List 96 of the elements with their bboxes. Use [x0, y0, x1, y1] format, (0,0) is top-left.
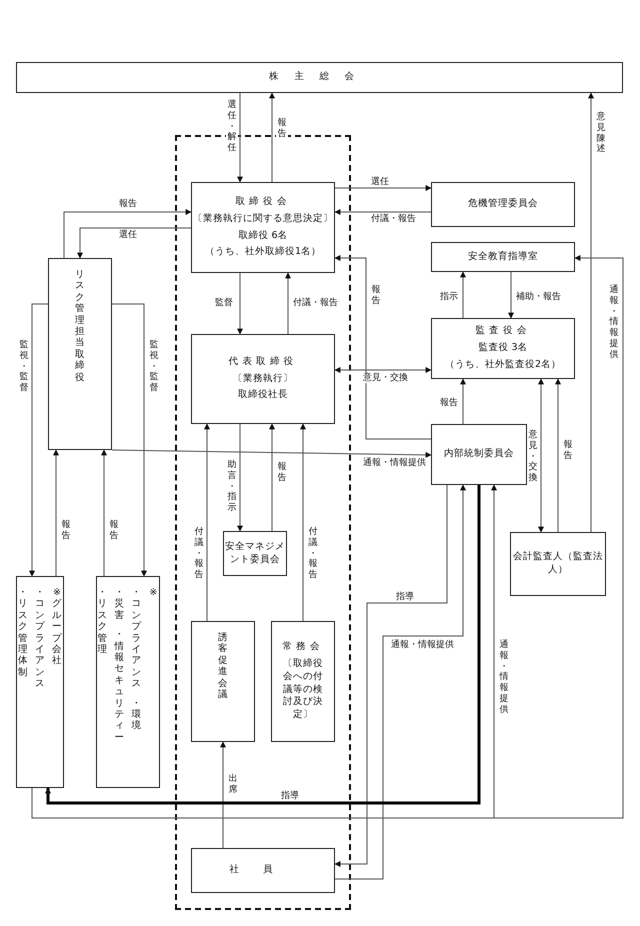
arrow: [204, 423, 210, 622]
edge-label: 選任・解任: [226, 100, 238, 154]
arrow: [220, 741, 226, 848]
arrow: [334, 484, 466, 880]
box-text: 誘客促進会議: [218, 632, 228, 700]
box-title: 常務会: [282, 641, 324, 654]
box-text: 〔業務執行に関する意思決定〕: [193, 212, 333, 226]
box-text: 〔取締役会への付議等の検討及び決定〕: [282, 658, 324, 722]
arrow: [460, 271, 466, 318]
arrow: [334, 185, 432, 191]
box-text: リスク管理担当取締役: [74, 269, 86, 383]
box-text: ・コンプライアンス: [34, 587, 46, 690]
box-title: 監査役会: [475, 325, 531, 338]
edge-label: 通報・情報提供: [390, 640, 455, 650]
arrow: [334, 255, 432, 440]
box-text: 危機管理委員会: [468, 198, 538, 211]
edge-label: 助言・指示: [226, 460, 238, 514]
arrow: [269, 423, 275, 532]
arrow: [588, 92, 594, 532]
arrow: [237, 424, 243, 532]
arrow: [269, 92, 275, 182]
edge-label: 報告: [60, 520, 72, 542]
edge-label: 通報・情報提供: [362, 458, 427, 468]
edge-label: 報告: [276, 462, 288, 484]
box-text: 会計監査人（監査法人）: [512, 551, 604, 577]
box-text: ・リスク管理体制: [18, 587, 29, 678]
organization-box: [191, 848, 335, 893]
organization-box: [16, 62, 623, 93]
edge-label: 出席: [227, 774, 240, 796]
box-text: （うち、社外取締役1名）: [204, 246, 322, 260]
organization-box: [191, 334, 335, 424]
edge-label: 報告: [108, 520, 120, 542]
organization-box: [223, 531, 287, 576]
arrow: [53, 449, 59, 576]
edge-label: 選任: [118, 230, 138, 240]
box-title: 取締役会: [235, 196, 291, 209]
edge-label: 指示: [439, 292, 459, 302]
edge-label: 意見・交換: [362, 373, 409, 384]
organization-box: [271, 621, 335, 742]
organization-box: [48, 258, 112, 450]
arrow: [237, 272, 243, 335]
arrow: [112, 304, 147, 577]
edge-label: 報告: [562, 440, 574, 462]
arrow: [460, 378, 466, 424]
arrow: [237, 92, 243, 183]
edge-label: 報告: [439, 398, 459, 408]
arrow: [77, 228, 192, 259]
box-title: 代表取締役: [228, 356, 298, 369]
edge-label: 選任: [370, 177, 390, 188]
arrow: [29, 304, 48, 577]
organization-box: [431, 424, 527, 485]
arrow: [555, 378, 561, 532]
edge-label: 報告: [370, 285, 382, 307]
organization-box: [431, 318, 575, 379]
arrow: [334, 209, 432, 215]
edge-label: 付議・報告: [193, 527, 206, 581]
box-text: 取締役 6名: [238, 230, 288, 242]
box-text: 〔業務執行〕: [233, 372, 293, 386]
box-text: 安全教育指導室: [468, 250, 538, 264]
edge-label: 付議・報告: [292, 298, 339, 308]
box-text: 株主総会: [269, 71, 370, 84]
box-text: 取締役社長: [238, 389, 288, 402]
organization-box: [510, 532, 606, 596]
box-text: 内部統制委員会: [444, 448, 514, 461]
arrow: [538, 378, 544, 533]
edge-label: 指導: [280, 791, 300, 802]
organization-box: [191, 621, 255, 742]
arrow: [300, 423, 306, 622]
arrow: [112, 450, 432, 458]
edge-label: 指導: [395, 592, 415, 602]
edge-label: 付議・報告: [370, 214, 417, 224]
edge-label: 監視・監督: [18, 340, 30, 394]
edge-label: 報告: [118, 199, 138, 210]
edge-label: 意見・交換: [527, 430, 540, 484]
edge-label: 付議・報告: [307, 527, 320, 581]
box-text: ※グループ会社: [51, 587, 62, 667]
organization-box: [431, 242, 575, 272]
organization-box: [16, 576, 64, 788]
edge-label: 通報・情報提供: [498, 640, 510, 716]
arrow: [64, 209, 192, 258]
edge-label: 監視・監督: [148, 340, 160, 394]
box-text: （うち、社外監査役2名）: [444, 358, 562, 372]
arrow: [285, 272, 291, 334]
organization-box: [191, 182, 335, 273]
arrow: [101, 449, 107, 576]
box-text: 安全マネジメント委員会: [224, 540, 286, 566]
edge-label: 報告: [276, 118, 288, 140]
edge-label: 補助・報告: [515, 292, 562, 302]
organization-box: [431, 182, 575, 227]
arrow: [508, 272, 514, 319]
arrow: [334, 484, 448, 867]
edge-label: 監督: [214, 298, 234, 308]
arrow: [334, 367, 432, 373]
box-text: 監査役 3名: [478, 342, 528, 355]
edge-label: 通報・情報提供: [608, 285, 620, 361]
box-text: 社員: [229, 864, 297, 877]
